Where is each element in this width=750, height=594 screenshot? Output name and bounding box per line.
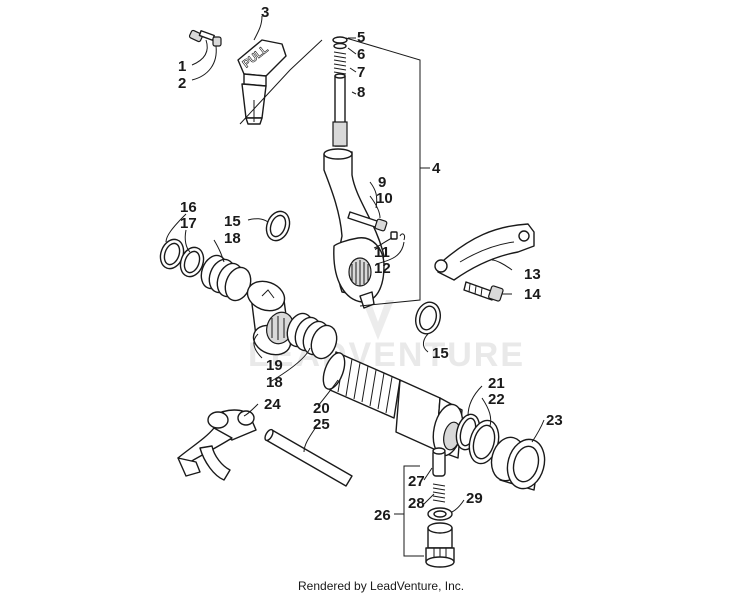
callout-9: 9 [378,174,386,191]
part-snap-ring-lower [414,301,442,335]
callout-4: 4 [432,160,441,177]
callout-12: 12 [374,260,391,277]
callout-25: 25 [313,416,330,433]
part-pin [347,211,405,241]
part-shift-lever [323,148,385,309]
part-washer [427,507,453,521]
part-bracket [434,223,535,281]
part-splined-shaft [322,351,464,459]
callout-numbers: 1 2 3 4 5 6 7 8 9 10 11 12 13 14 15 15 1… [178,4,563,524]
part-spring-upper [200,254,252,302]
part-detent-spring [432,483,446,503]
part-fork-rod [264,428,353,487]
callout-26: 26 [374,507,391,524]
part-shift-fork [177,409,257,481]
callout-10: 10 [376,190,393,207]
callout-3: 3 [261,4,269,21]
callout-29: 29 [466,490,483,507]
callout-13: 13 [524,266,541,283]
callout-2: 2 [178,75,186,92]
part-sleeve [246,280,294,356]
callout-27: 27 [408,473,425,490]
callout-17: 17 [180,215,197,232]
callout-11: 11 [374,244,390,261]
part-bolt-small [188,29,222,47]
callout-1: 1 [178,58,186,75]
leader-lines [165,15,545,557]
part-ring-16 [159,238,185,270]
part-bearing [490,436,546,491]
callout-22: 22 [488,391,505,408]
part-rod-assembly [332,36,348,147]
footer-credit: Rendered by LeadVenture, Inc. [298,579,464,593]
callout-15-upper: 15 [224,213,241,230]
part-bolt-bracket [463,281,504,302]
callout-18-upper: 18 [224,230,241,247]
callout-19: 19 [266,357,283,374]
callout-16: 16 [180,199,197,216]
callout-21: 21 [488,375,505,392]
callout-8: 8 [357,84,365,101]
part-ring-22 [468,419,500,465]
part-pull-knob: PULL [237,39,287,125]
part-ring-17 [179,246,205,278]
callout-18-lower: 18 [266,374,283,391]
callout-28: 28 [408,495,425,512]
part-plug [425,522,455,568]
callout-23: 23 [546,412,563,429]
part-spring-lower [286,312,338,360]
callout-20: 20 [313,400,330,417]
callout-14: 14 [524,286,541,303]
part-detent-pin [432,447,446,477]
callout-5: 5 [357,29,365,46]
callout-6: 6 [357,46,365,63]
part-snap-ring-upper [265,210,291,242]
callout-24: 24 [264,396,281,413]
callout-15-lower: 15 [432,345,449,362]
callout-7: 7 [357,64,365,81]
